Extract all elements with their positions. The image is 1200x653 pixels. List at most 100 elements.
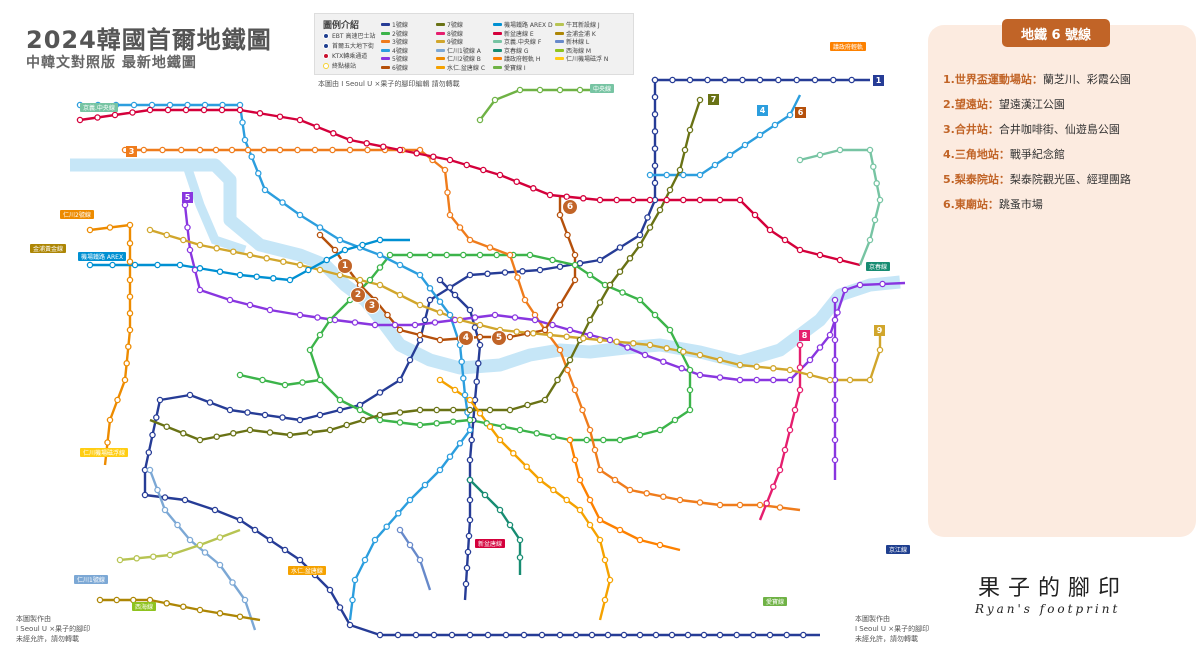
station-dot[interactable] bbox=[316, 411, 324, 419]
station-dot[interactable] bbox=[196, 541, 204, 549]
station-dot[interactable] bbox=[174, 521, 181, 529]
station-dot[interactable] bbox=[182, 106, 190, 114]
station-dot[interactable] bbox=[109, 261, 116, 269]
station-dot[interactable] bbox=[331, 316, 339, 324]
station-dot[interactable] bbox=[446, 453, 454, 460]
station-dot[interactable] bbox=[416, 301, 424, 309]
station-dot[interactable] bbox=[806, 371, 814, 379]
station-dot[interactable] bbox=[856, 281, 864, 289]
station-dot[interactable] bbox=[331, 246, 339, 254]
station-dot[interactable] bbox=[611, 476, 619, 484]
station-dot[interactable] bbox=[296, 311, 304, 319]
station-dot[interactable] bbox=[216, 561, 224, 569]
station-dot[interactable] bbox=[230, 248, 237, 255]
station-dot[interactable] bbox=[676, 166, 684, 174]
station-dot[interactable] bbox=[753, 363, 760, 370]
station-dot[interactable] bbox=[496, 171, 504, 179]
station-dot[interactable] bbox=[126, 258, 134, 265]
station-dot[interactable] bbox=[831, 436, 839, 444]
station-dot[interactable] bbox=[376, 236, 384, 244]
station-dot[interactable] bbox=[556, 263, 564, 270]
station-dot[interactable] bbox=[704, 76, 711, 84]
station-dot[interactable] bbox=[356, 406, 364, 414]
station-dot[interactable] bbox=[280, 258, 287, 265]
station-dot[interactable] bbox=[386, 251, 394, 259]
station-dot[interactable] bbox=[848, 76, 855, 84]
station-dot[interactable] bbox=[239, 119, 246, 126]
station-dot[interactable] bbox=[831, 456, 839, 464]
station-dot[interactable] bbox=[201, 549, 209, 556]
station-dot[interactable] bbox=[546, 331, 554, 339]
station-dot[interactable] bbox=[870, 163, 877, 170]
station-dot[interactable] bbox=[571, 251, 579, 259]
station-dot[interactable] bbox=[306, 429, 314, 436]
station-dot[interactable] bbox=[646, 224, 654, 231]
station-dot[interactable] bbox=[876, 196, 884, 204]
station-dot[interactable] bbox=[601, 556, 609, 564]
station-dot[interactable] bbox=[126, 240, 134, 247]
station-dot[interactable] bbox=[513, 178, 520, 185]
station-dot[interactable] bbox=[299, 379, 306, 386]
station-dot[interactable] bbox=[216, 534, 224, 541]
station-dot[interactable] bbox=[751, 211, 759, 219]
station-dot[interactable] bbox=[281, 381, 289, 389]
station-dot[interactable] bbox=[313, 123, 320, 130]
station-dot[interactable] bbox=[516, 536, 524, 544]
station-dot[interactable] bbox=[521, 296, 529, 304]
station-dot[interactable] bbox=[436, 309, 444, 316]
station-dot[interactable] bbox=[256, 110, 264, 117]
station-dot[interactable] bbox=[696, 196, 704, 204]
station-dot[interactable] bbox=[600, 436, 607, 444]
station-dot[interactable] bbox=[406, 356, 414, 364]
station-dot[interactable] bbox=[246, 426, 254, 434]
station-dot[interactable] bbox=[663, 196, 670, 204]
station-dot[interactable] bbox=[873, 180, 880, 187]
station-dot[interactable] bbox=[466, 456, 474, 464]
station-dot[interactable] bbox=[266, 429, 274, 436]
station-dot[interactable] bbox=[566, 356, 574, 364]
station-dot[interactable] bbox=[516, 554, 524, 561]
station-dot[interactable] bbox=[251, 526, 259, 534]
station-dot[interactable] bbox=[511, 314, 519, 321]
station-dot[interactable] bbox=[524, 330, 531, 337]
station-dot[interactable] bbox=[586, 521, 594, 529]
station-dot[interactable] bbox=[376, 251, 384, 259]
station-dot[interactable] bbox=[686, 76, 694, 84]
station-dot[interactable] bbox=[576, 476, 584, 484]
station-dot[interactable] bbox=[176, 261, 184, 269]
station-dot[interactable] bbox=[466, 631, 474, 639]
station-dot[interactable] bbox=[776, 504, 784, 511]
station-dot[interactable] bbox=[163, 600, 170, 607]
station-dot[interactable] bbox=[416, 406, 424, 414]
station-dot[interactable] bbox=[563, 333, 570, 340]
station-dot[interactable] bbox=[566, 436, 574, 444]
station-dot[interactable] bbox=[466, 306, 474, 314]
station-dot[interactable] bbox=[866, 236, 874, 244]
station-dot[interactable] bbox=[206, 399, 214, 406]
station-dot[interactable] bbox=[371, 321, 379, 329]
station-dot[interactable] bbox=[376, 264, 384, 271]
station-dot[interactable] bbox=[831, 416, 839, 424]
station-dot[interactable] bbox=[161, 506, 169, 514]
station-dot[interactable] bbox=[376, 411, 384, 419]
station-dot[interactable] bbox=[491, 96, 499, 104]
station-dot[interactable] bbox=[359, 241, 366, 249]
highlight-stop-marker[interactable]: 2 bbox=[350, 287, 366, 303]
station-dot[interactable] bbox=[226, 296, 234, 304]
station-dot[interactable] bbox=[834, 309, 841, 316]
station-dot[interactable] bbox=[866, 146, 874, 154]
station-dot[interactable] bbox=[133, 555, 140, 562]
station-dot[interactable] bbox=[346, 136, 354, 144]
station-dot[interactable] bbox=[879, 280, 886, 288]
station-dot[interactable] bbox=[556, 211, 564, 219]
station-dot[interactable] bbox=[241, 596, 249, 604]
station-dot[interactable] bbox=[443, 251, 450, 259]
station-dot[interactable] bbox=[531, 316, 539, 324]
station-dot[interactable] bbox=[305, 266, 312, 274]
station-dot[interactable] bbox=[114, 396, 121, 404]
station-dot[interactable] bbox=[266, 536, 274, 544]
station-dot[interactable] bbox=[149, 431, 156, 439]
station-dot[interactable] bbox=[201, 101, 209, 109]
station-dot[interactable] bbox=[451, 291, 459, 299]
station-dot[interactable] bbox=[571, 386, 579, 394]
